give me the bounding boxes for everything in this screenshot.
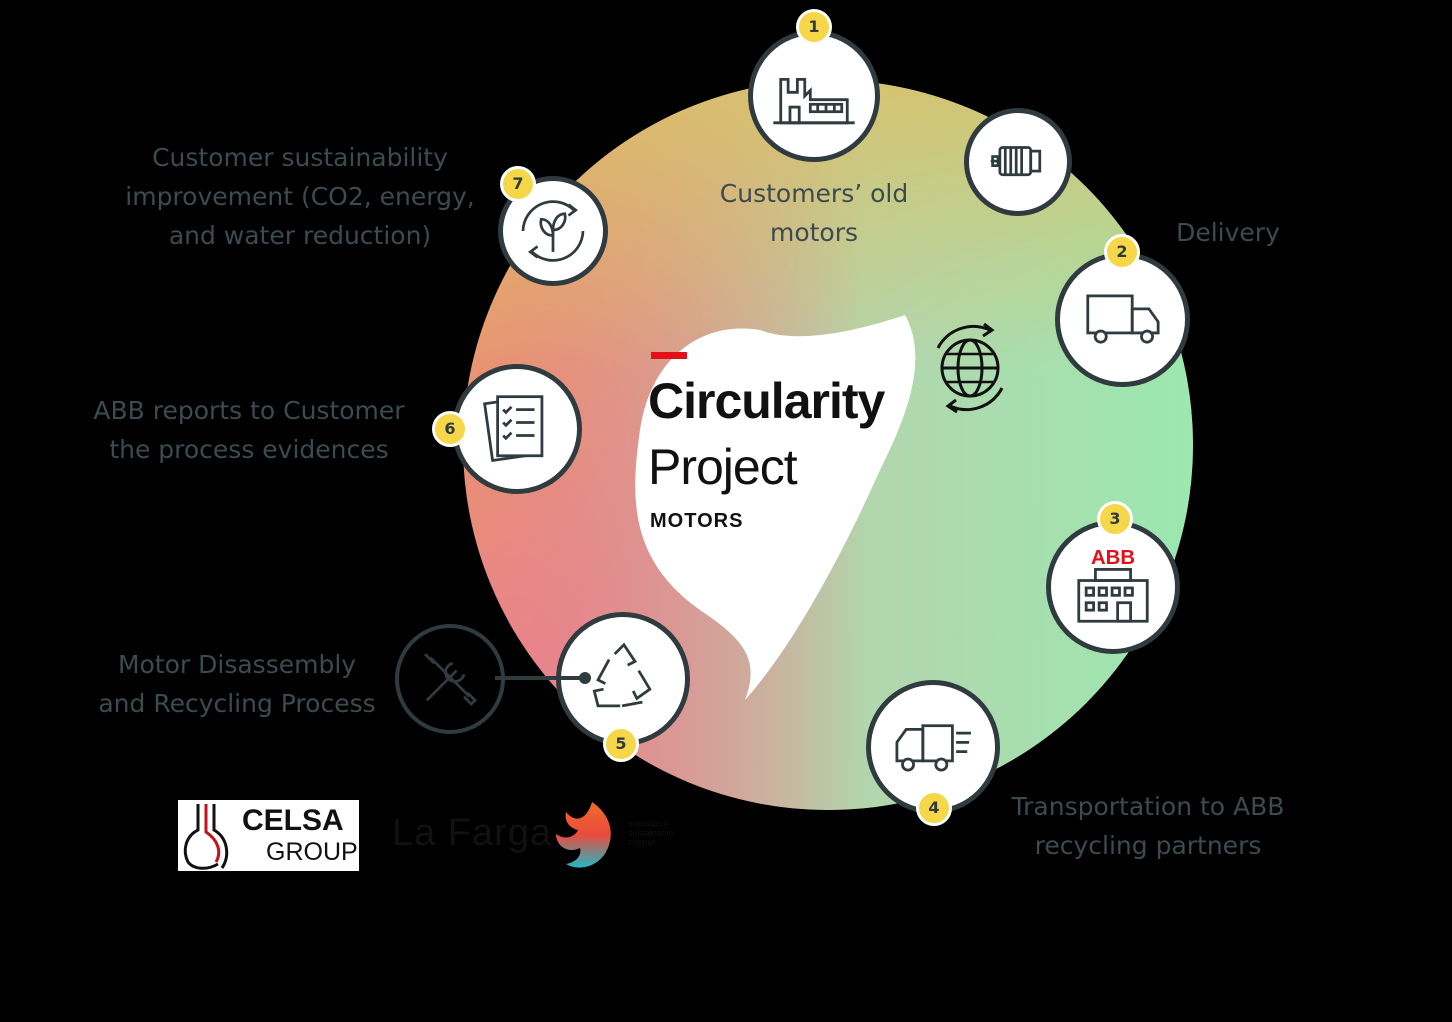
step-7-label: Customer sustainability improvement (CO2… — [100, 138, 500, 255]
step-2-badge: 2 — [1104, 234, 1140, 270]
step-5-label-line1: Motor Disassembly — [117, 650, 357, 679]
fast-truck-icon — [895, 724, 971, 772]
step-6-badge: 6 — [432, 411, 468, 447]
step-1-label-line2: motors — [769, 218, 859, 247]
step-4-badge: 4 — [916, 790, 952, 826]
la-farga-tagline-line1: Innovative — [628, 819, 670, 829]
recycle-icon — [592, 642, 652, 708]
center-title-line1: Circularity — [648, 373, 885, 429]
factory-icon — [773, 77, 855, 125]
step-7-label-line3: and water reduction) — [168, 221, 432, 250]
report-checklist-icon — [483, 395, 544, 462]
center-accent-bar — [651, 352, 687, 359]
la-farga-name: La Farga — [392, 812, 553, 854]
celsa-group-logo: CELSA GROUP — [178, 800, 359, 871]
step-3-node: ABB — [1046, 520, 1180, 654]
step-5-label: Motor Disassembly and Recycling Process — [80, 645, 394, 723]
step-7-label-line1: Customer sustainability — [152, 143, 448, 172]
step-2-label: Delivery — [1160, 213, 1296, 252]
step-5-badge: 5 — [603, 726, 639, 762]
center-subtitle: MOTORS — [650, 510, 744, 532]
step-6-node — [452, 364, 582, 494]
la-farga-tagline-line2: sustainable — [628, 828, 674, 838]
tools-connector — [495, 672, 591, 684]
celsa-group: GROUP — [266, 838, 358, 866]
truck-icon — [1086, 294, 1160, 344]
step-1-node — [748, 30, 880, 162]
step-3-badge: 3 — [1097, 501, 1133, 537]
step-1-badge: 1 — [796, 9, 832, 45]
step-5-label-line2: and Recycling Process — [98, 689, 376, 718]
step-4-label-line2: recycling partners — [1034, 831, 1262, 860]
step-7-badge: 7 — [500, 166, 536, 202]
center-title-line2: Project — [648, 439, 798, 495]
step-2-label-line1: Delivery — [1176, 218, 1280, 247]
step-6-label-line1: ABB reports to Customer — [93, 396, 405, 425]
la-farga-flame-icon — [556, 802, 611, 868]
ring-inner-hole — [635, 315, 916, 700]
motor-node — [964, 108, 1072, 216]
globe-cycle-icon — [936, 322, 1004, 414]
step-7-label-line2: improvement (CO2, energy, — [125, 182, 475, 211]
abb-logo-text: ABB — [1091, 547, 1135, 569]
la-farga-tagline: Innovative sustainable copper — [628, 820, 674, 847]
step-6-label-line2: the process evidences — [109, 435, 389, 464]
tools-icon — [423, 652, 478, 707]
step-1-label-line1: Customers’ old — [719, 179, 909, 208]
celsa-mark-icon — [183, 804, 229, 870]
step-6-label: ABB reports to Customer the process evid… — [72, 391, 426, 469]
step-1-label: Customers’ old motors — [700, 174, 928, 252]
leaf-cycle-icon — [521, 200, 585, 262]
step-4-label: Transportation to ABB recycling partners — [992, 787, 1304, 865]
celsa-name: CELSA — [242, 804, 344, 837]
motor-icon — [990, 146, 1042, 177]
step-2-node — [1055, 252, 1190, 387]
step-4-label-line1: Transportation to ABB — [1011, 792, 1285, 821]
tools-node — [395, 624, 505, 734]
la-farga-tagline-line3: copper — [628, 837, 656, 847]
abb-building-icon: ABB — [1077, 547, 1149, 623]
